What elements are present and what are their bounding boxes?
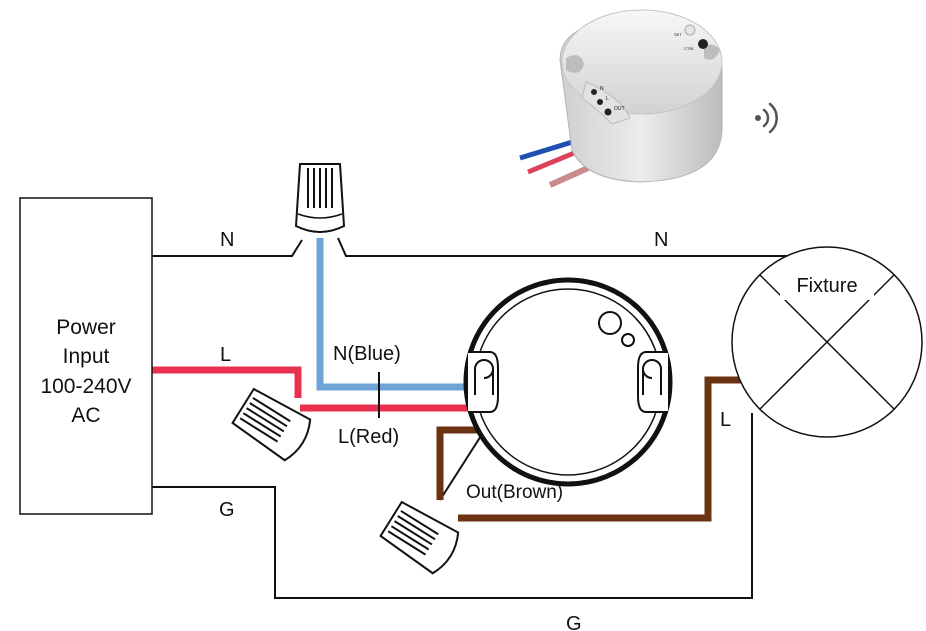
label-l-red: L(Red) [338, 426, 399, 448]
ground-wire [152, 413, 753, 599]
module-button-large [598, 311, 622, 335]
red-live-wire-left [152, 366, 302, 398]
module-button-small [621, 333, 635, 347]
fixture-label: Fixture [796, 275, 857, 297]
wireless-signal-icon [755, 102, 778, 134]
power-input-line-1: Power [56, 316, 116, 339]
terminal-label-out: OUT [614, 106, 625, 112]
wire-nut-icon [294, 163, 346, 233]
power-input-line-2: Input [63, 345, 110, 368]
set-button-icon [684, 24, 696, 36]
brown-output-wire [436, 376, 742, 522]
label-g-bottom: G [566, 613, 582, 631]
label-g-left: G [219, 499, 235, 521]
set-button-label: SET [674, 32, 682, 37]
terminal-label-l: L [606, 96, 609, 102]
power-input-line-4: AC [71, 404, 100, 427]
wire-nut-icon [379, 500, 460, 575]
power-input-line-3: 100-240V [40, 375, 131, 398]
controller-module [463, 277, 673, 487]
neutral-wire-black [152, 237, 790, 257]
wire-nut-icon [231, 387, 312, 462]
device-photo: N L OUT SET CTRL [519, 9, 723, 188]
label-out-brown: Out(Brown) [466, 482, 563, 503]
label-n-left: N [220, 229, 234, 251]
label-n-blue: N(Blue) [333, 343, 401, 365]
label-l-left: L [220, 344, 231, 366]
ctrl-button-label: CTRL [684, 46, 695, 51]
label-n-right: N [654, 229, 668, 251]
ctrl-button-icon [698, 39, 708, 49]
blue-neutral-wire [316, 238, 472, 391]
power-input-box [19, 197, 153, 515]
label-l-right: L [720, 409, 731, 431]
fixture-out-wire-black [439, 427, 487, 501]
terminal-label-n: N [600, 86, 604, 92]
